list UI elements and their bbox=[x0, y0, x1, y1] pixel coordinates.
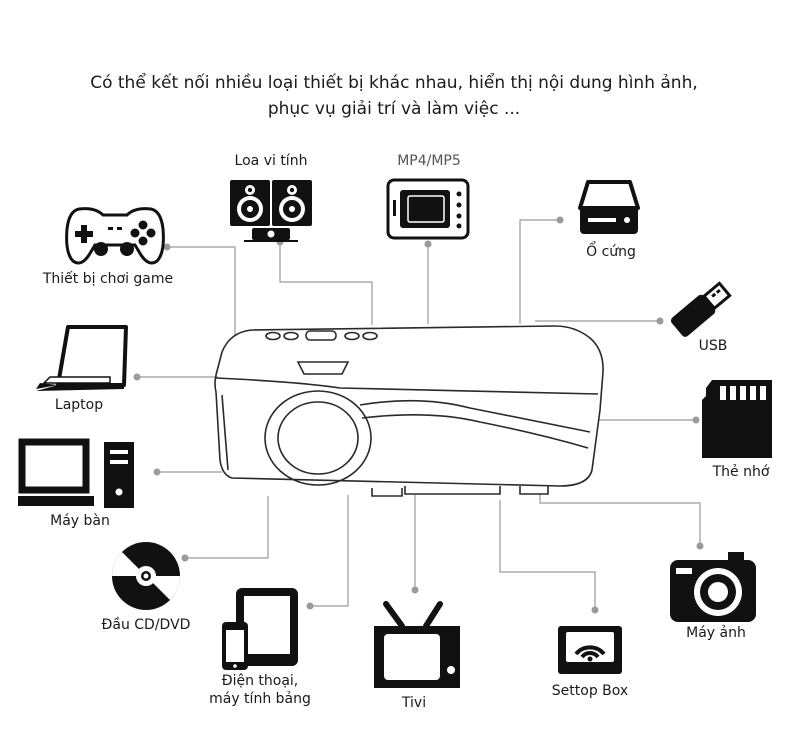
connector-settop bbox=[499, 500, 596, 610]
speaker-icon bbox=[230, 180, 312, 242]
connector-gamepad bbox=[167, 246, 236, 335]
headline-line-1: Có thể kết nối nhiều loại thiết bị khác … bbox=[90, 73, 698, 93]
cd-dvd-icon bbox=[112, 542, 180, 610]
camera-icon bbox=[670, 552, 756, 622]
label-camera: Máy ảnh bbox=[686, 625, 746, 641]
label-cd: Đầu CD/DVD bbox=[101, 617, 191, 633]
connector-phone bbox=[310, 495, 349, 607]
usb-icon bbox=[670, 281, 732, 337]
desktop-computer-icon bbox=[18, 438, 134, 508]
projector-illustration bbox=[214, 325, 604, 497]
laptop-icon bbox=[36, 325, 128, 391]
connector-cd bbox=[185, 496, 269, 559]
gamepad-icon bbox=[65, 207, 165, 265]
label-settop: Settop Box bbox=[551, 683, 629, 699]
memory-card-icon bbox=[702, 380, 772, 458]
label-tv: Tivi bbox=[401, 695, 427, 711]
label-usb: USB bbox=[698, 338, 728, 354]
label-phone: Điện thoại, máy tính bảng bbox=[198, 672, 322, 708]
label-phone-line-1: Điện thoại, bbox=[221, 673, 299, 689]
label-laptop: Laptop bbox=[54, 397, 104, 413]
headline: Có thể kết nối nhiều loại thiết bị khác … bbox=[0, 70, 788, 122]
tablet-phone-icon bbox=[222, 588, 298, 670]
label-gamepad: Thiết bị chơi game bbox=[42, 271, 174, 287]
label-phone-line-2: máy tính bảng bbox=[209, 691, 311, 707]
hard-drive-icon bbox=[578, 180, 640, 234]
connector-hdd bbox=[519, 219, 560, 324]
television-icon bbox=[374, 601, 460, 688]
mp4-player-icon bbox=[386, 178, 470, 240]
label-desktop: Máy bàn bbox=[50, 513, 110, 529]
connector-speaker bbox=[279, 242, 373, 325]
label-mp4: MP4/MP5 bbox=[397, 153, 461, 169]
connector-camera bbox=[539, 493, 701, 546]
label-hdd: Ổ cứng bbox=[586, 244, 636, 260]
label-speaker: Loa vi tính bbox=[234, 153, 308, 169]
headline-line-2: phục vụ giải trí và làm việc ... bbox=[267, 99, 521, 119]
label-sdcard: Thẻ nhớ bbox=[712, 464, 770, 480]
settop-box-icon bbox=[558, 626, 622, 674]
